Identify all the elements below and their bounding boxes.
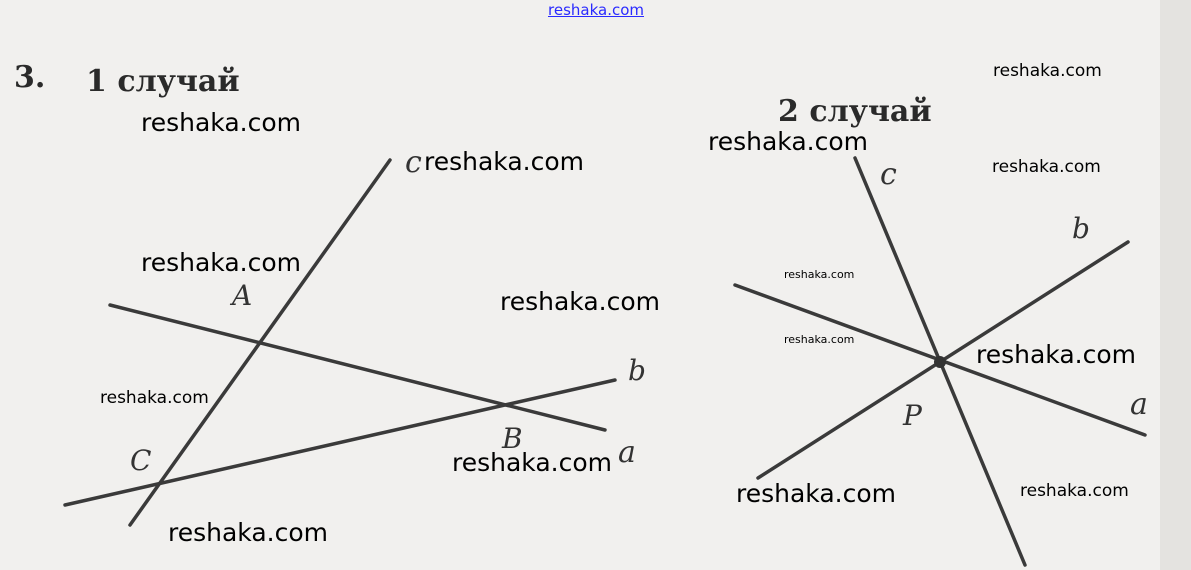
watermark: reshaka.com [992,157,1101,177]
watermark: reshaka.com [424,147,584,176]
watermark: reshaka.com [500,287,660,316]
watermark: reshaka.com [708,127,868,156]
case2-label-a: a [1130,387,1148,422]
case1-label-a: a [618,435,636,470]
case2-label-b: b [1072,212,1090,245]
case2-label-c: c [880,157,897,192]
case2-title: 2 случай [778,94,932,129]
case1-line-b [63,378,617,507]
watermark: reshaka.com [168,518,328,547]
watermark: reshaka.com [736,479,896,508]
watermark: reshaka.com [993,61,1102,81]
case1-line-a [108,303,607,432]
case1-label-C: C [130,444,151,477]
case2-label-P: P [902,399,923,432]
watermark: reshaka.com [976,340,1136,369]
case1-label-b: b [628,354,646,387]
case1-label-A: A [229,279,252,312]
watermark: reshaka.com [452,448,612,477]
case1-label-B: B [501,422,523,455]
watermark: reshaka.com [141,108,301,137]
case1-label-c: c [405,145,422,180]
watermark: reshaka.com [784,333,855,346]
case1-title: 1 случай [86,64,240,99]
watermark: reshaka.com [141,248,301,277]
point-p-dot [934,356,946,368]
reshaka-link[interactable]: reshaka.com [548,1,644,19]
watermark: reshaka.com [784,268,855,281]
problem-number: 3. [14,60,46,95]
watermark: reshaka.com [1020,481,1129,501]
watermark: reshaka.com [100,388,209,408]
